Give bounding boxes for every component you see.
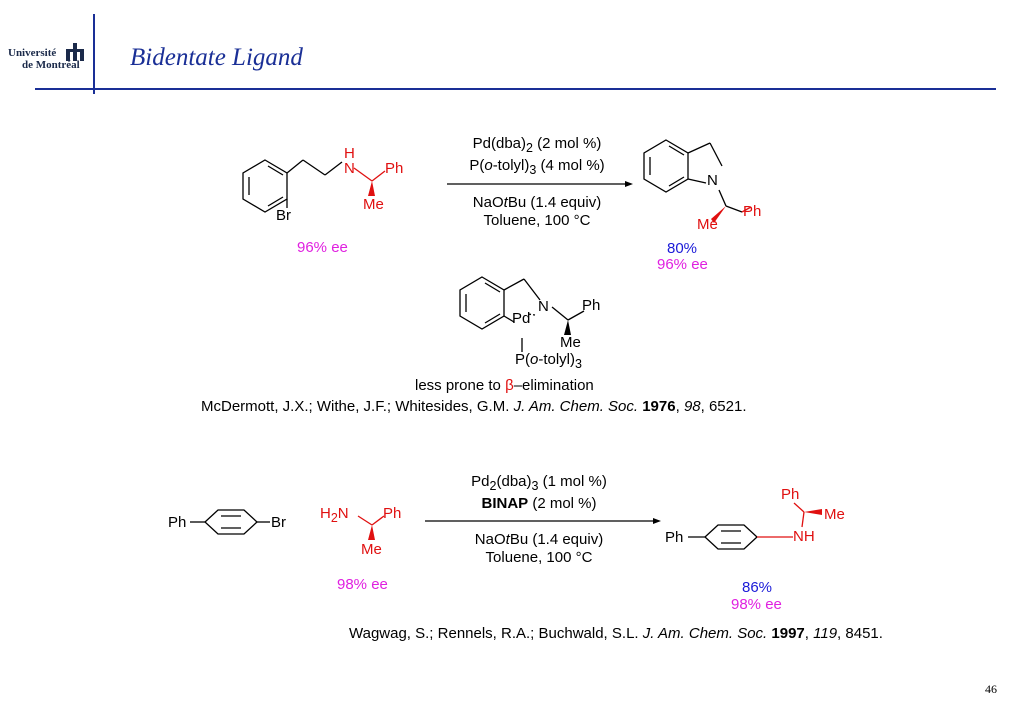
product2-ph2-label: Ph [781,486,800,503]
product1-yield: 80% [667,240,698,257]
beta-elimination-note: less prone to β–elimination [415,377,594,394]
sm1-h-label: H [344,145,355,162]
product2-ph-label: Ph [665,529,684,546]
amine-me-label: Me [361,541,382,558]
amine-h2n-label: H2N [320,505,349,525]
reaction2-citation: Wagwag, S.; Rennels, R.A.; Buchwald, S.L… [349,625,883,642]
product1-ph-label: Ph [743,203,762,220]
reaction2-conditions-bottom: NaOtBu (1.4 equiv) Toluene, 100 °C [474,531,604,566]
intermediate-ph-label: Ph [582,297,601,314]
product2-benzene-ring [704,524,758,550]
sm1-ee: 96% ee [297,239,348,256]
sm2-br-label: Br [271,514,286,531]
slide-title: Bidentate Ligand [130,44,303,71]
intermediate-phosphine-label: P(o-tolyl)3 [515,351,582,371]
sm1-ph-label: Ph [385,160,404,177]
intermediate-pd-label: Pd [512,310,531,327]
product1-ee: 96% ee [657,256,708,273]
sm1-br-label: Br [276,207,291,224]
product1-n-label: N [707,172,718,189]
university-logo-icon [66,43,84,61]
intermediate-stereo-wedge [564,320,571,335]
product2-ee: 98% ee [731,596,782,613]
product1-stereo-wedge [711,206,726,223]
page-number: 46 [985,682,997,696]
reaction1-conditions-bottom: NaOtBu (1.4 equiv) Toluene, 100 °C [472,194,602,229]
logo-text-line2: de Montréal [22,59,80,71]
sm2-ph-label: Ph [168,514,187,531]
product2-me-label: Me [824,506,845,523]
intermediate-n-label: N [538,298,549,315]
sm1-stereo-wedge [368,181,375,196]
product2-yield: 86% [742,579,773,596]
amine-ee: 98% ee [337,576,388,593]
sm2-benzene-ring [204,509,258,535]
product2-stereo-wedge [804,509,822,515]
product1-me-label: Me [697,216,718,233]
intermediate-me-label: Me [560,334,581,351]
logo-text-line1: Université [8,47,57,59]
reaction1-citation: McDermott, J.X.; Withe, J.F.; Whitesides… [201,398,747,415]
sm1-me-label: Me [363,196,384,213]
amine-stereo-wedge [368,525,375,540]
sm1-n-label: N [344,160,355,177]
header-vertical-rule [93,14,95,94]
header-horizontal-rule [35,88,996,90]
amine-ph-label: Ph [383,505,402,522]
reaction2-conditions-top: Pd2(dba)3 (1 mol %) BINAP (2 mol %) [471,473,607,512]
reaction1-conditions-top: Pd(dba)2 (2 mol %) P(o-tolyl)3 (4 mol %) [469,135,605,177]
product2-nh-label: NH [793,528,815,545]
